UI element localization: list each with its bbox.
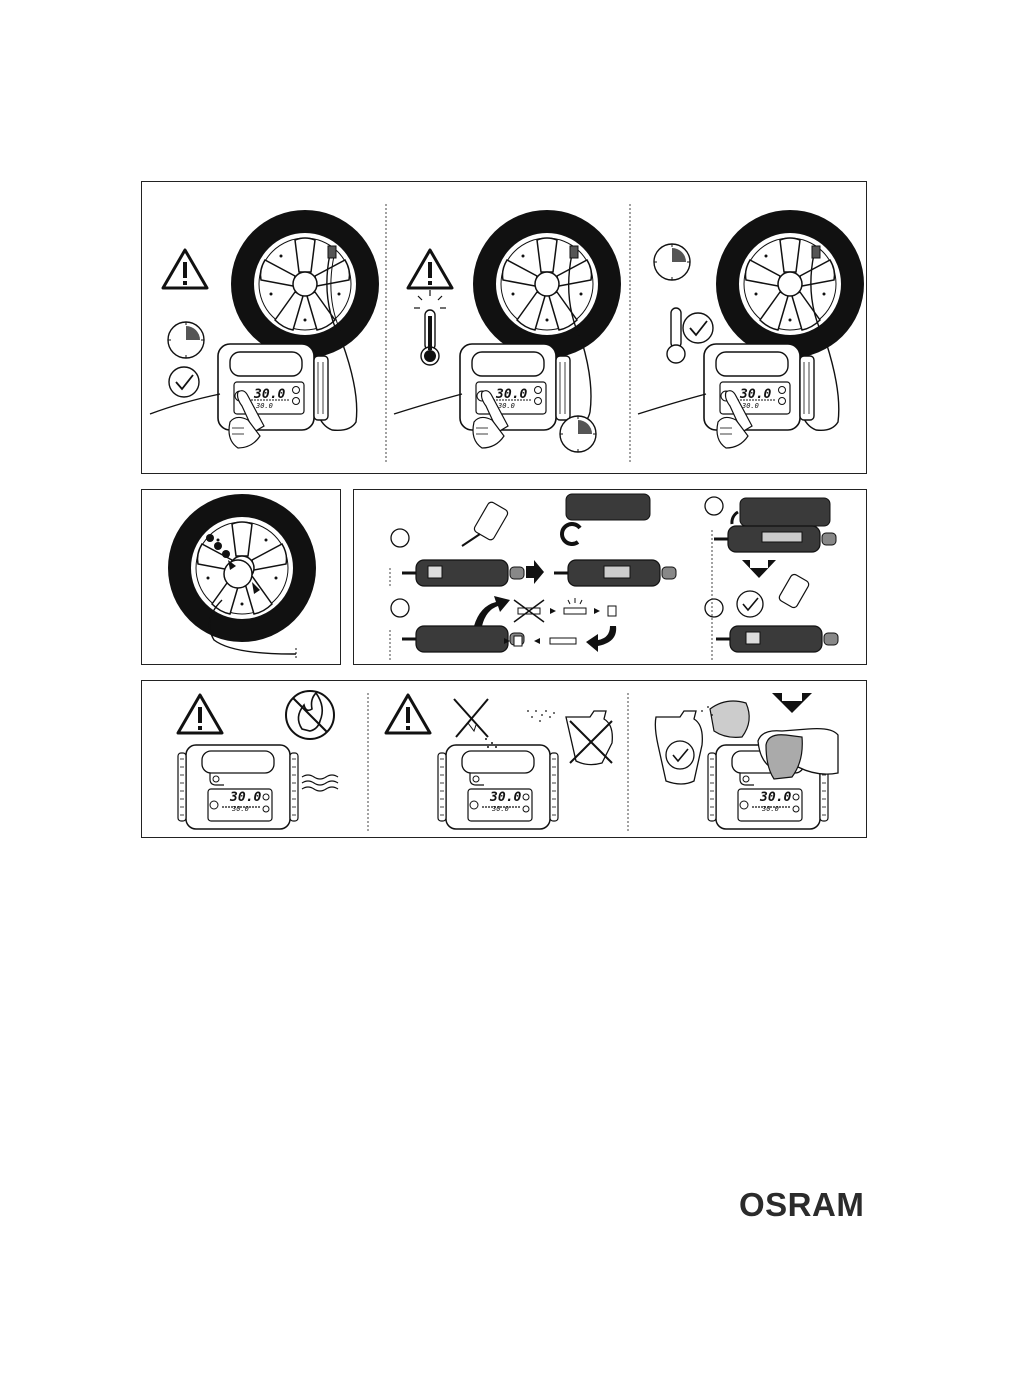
fuse-illustration [354,490,868,666]
checkmark-circle-icon [666,741,694,769]
step-1: 30.0 30.0 [150,210,379,448]
step-circle-2 [391,599,409,617]
warning-triangle-icon [178,695,222,733]
step-circle-1 [391,529,409,547]
timer-quarter-icon [168,322,204,358]
brand-logo: OSRAM [739,1188,869,1222]
no-flame-icon [286,691,334,739]
no-liquid-icon [454,699,497,748]
svg-text:30.0: 30.0 [741,402,759,410]
svg-text:30.0: 30.0 [761,805,779,813]
svg-text:30.0: 30.0 [253,387,285,402]
step-circle-4 [705,599,723,617]
thermometer-hot-icon [414,290,446,365]
svg-text:30.0: 30.0 [489,790,521,805]
arrow-down-icon [742,560,776,578]
step-circle-3 [705,497,723,515]
warning-triangle-icon [386,695,430,733]
fuse-bad-icon [514,600,544,622]
svg-text:30.0: 30.0 [495,387,527,402]
step-3: 30.0 30.0 [638,210,864,448]
timer-quarter-icon [654,244,690,280]
svg-text:30.0: 30.0 [255,402,273,410]
safety-illustration: 30.0 30.0 30.0 30.0 [142,681,868,839]
arrow-right-icon [526,560,544,584]
step-2: 30.0 30.0 [394,210,621,452]
curved-arrow-icon [562,524,580,544]
warning-triangle-icon [408,250,452,288]
panel-inflation-steps: 30.0 30.0 30.0 30.0 [141,181,867,474]
checkmark-circle-icon [169,367,199,397]
screw-cap-icon [462,501,509,546]
inflation-illustration: 30.0 30.0 30.0 30.0 [142,182,868,475]
checkmark-circle-icon [737,591,763,617]
svg-text:30.0: 30.0 [497,402,515,410]
svg-text:30.0: 30.0 [759,790,791,805]
timer-quarter-icon [560,416,596,452]
panel-safety-cleaning: 30.0 30.0 30.0 30.0 [141,680,867,838]
valve-illustration [142,490,342,666]
panel-fuse-replacement [353,489,867,665]
svg-text:30.0: 30.0 [231,805,249,813]
svg-text:30.0: 30.0 [491,805,509,813]
fuse-good-icon [564,598,586,614]
svg-text:30.0: 30.0 [229,790,261,805]
heat-waves-icon [302,775,338,791]
svg-text:30.0: 30.0 [739,387,771,402]
warning-triangle-icon [163,250,207,288]
panel-valve-connection [141,489,341,665]
arrow-down-icon [772,693,812,713]
